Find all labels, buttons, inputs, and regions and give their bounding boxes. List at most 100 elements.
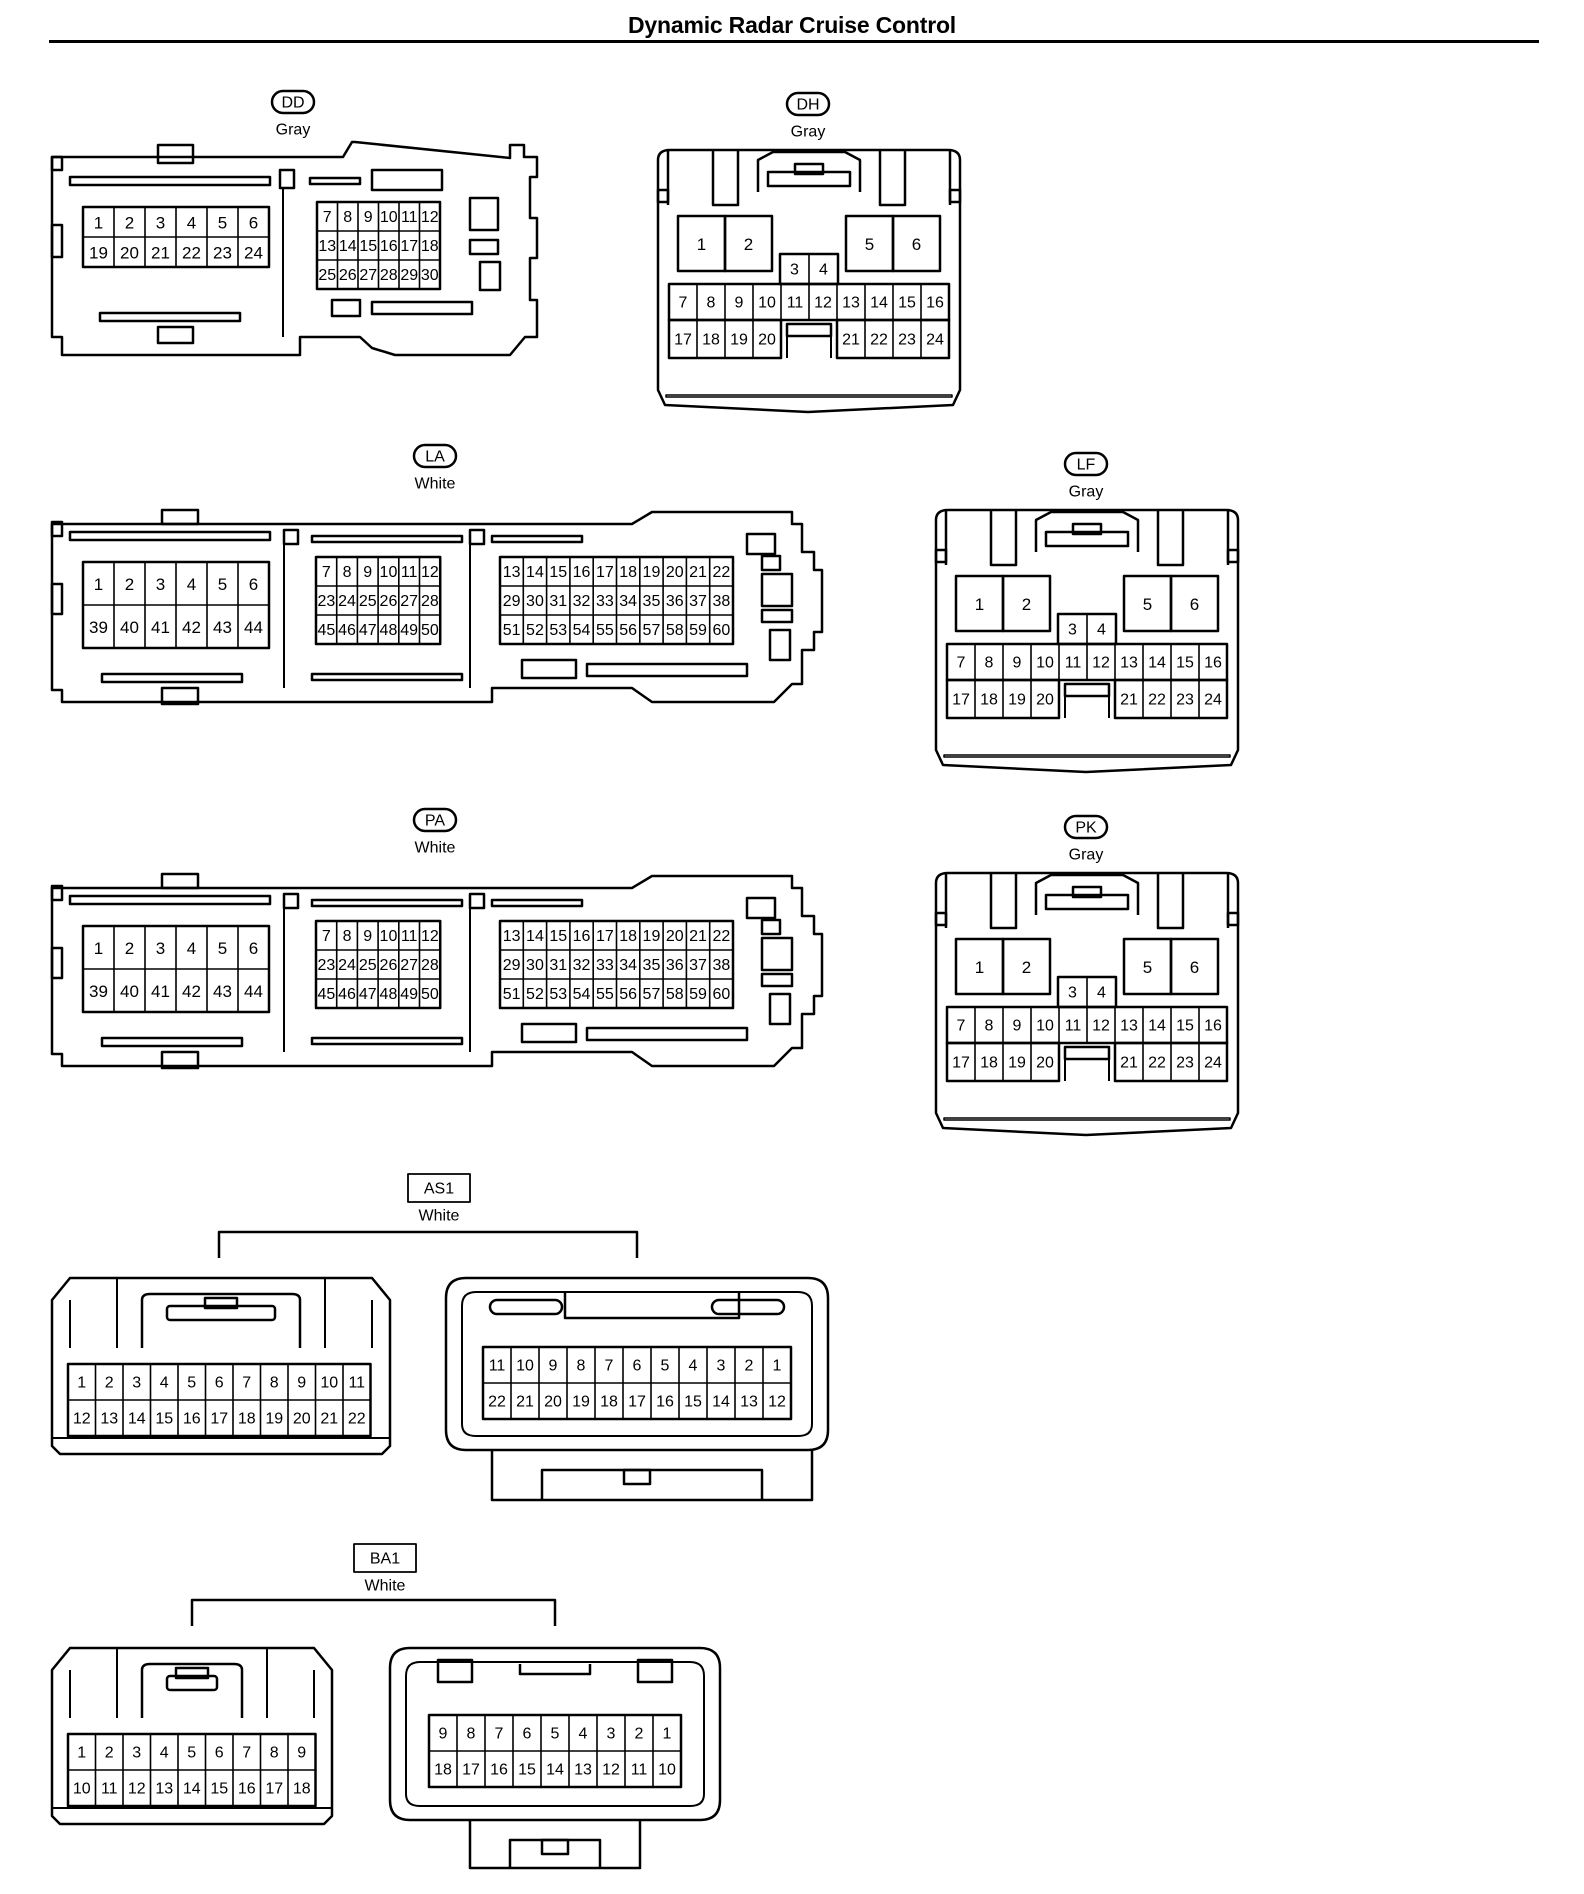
- pin-number: 14: [183, 1781, 201, 1798]
- pin-number: 28: [380, 267, 398, 284]
- pin-number: 17: [596, 928, 614, 945]
- cavity: [723, 214, 774, 273]
- pin-number: 6: [1190, 958, 1199, 977]
- pin-number: 45: [317, 986, 335, 1003]
- housing-notch: [948, 188, 962, 204]
- connector-color: Gray: [276, 122, 311, 139]
- housing-key: [1063, 682, 1111, 698]
- housing-rib: [585, 1026, 749, 1042]
- pin-number: 59: [689, 986, 707, 1003]
- housing-tower: [944, 510, 1018, 567]
- housing-notch: [50, 223, 64, 259]
- pin-number: 22: [712, 928, 730, 945]
- pin-number: 27: [359, 267, 377, 284]
- housing-key: [1063, 1045, 1111, 1061]
- pin-number: 17: [265, 1781, 283, 1798]
- pin-number: 14: [526, 564, 544, 581]
- housing-slot: [468, 528, 486, 546]
- housing-rib: [370, 300, 474, 316]
- housing-rib: [310, 898, 464, 908]
- pin-number: 49: [400, 986, 418, 1003]
- pin-number: 10: [758, 295, 776, 312]
- pin-number: 5: [661, 1358, 670, 1375]
- pin-number: 6: [249, 575, 258, 594]
- pin-number: 4: [187, 214, 196, 233]
- pin-number: 5: [1143, 595, 1152, 614]
- housing-slot: [468, 892, 486, 910]
- female-latch: [140, 1292, 302, 1348]
- cavity: [1001, 937, 1052, 996]
- pin-number: 41: [151, 982, 170, 1001]
- housing-slot: [745, 896, 777, 920]
- connector-code: LA: [425, 449, 445, 466]
- pin-number: 10: [380, 564, 398, 581]
- pin-number: 16: [183, 1411, 201, 1428]
- housing-slot: [468, 238, 500, 256]
- pin-number: 14: [526, 928, 544, 945]
- pin-number: 8: [577, 1358, 586, 1375]
- female-latch-bar: [165, 1674, 219, 1692]
- pin-number: 16: [1204, 655, 1222, 672]
- pin-number: 9: [735, 295, 744, 312]
- pin-number: 1: [77, 1745, 86, 1762]
- pin-number: 1: [94, 214, 103, 233]
- pin-number: 5: [187, 1375, 196, 1392]
- housing-slot: [282, 892, 300, 910]
- pin-number: 6: [523, 1726, 532, 1743]
- female-latch-key: [174, 1666, 210, 1680]
- pin-number: 50: [421, 622, 439, 639]
- pin-number: 37: [689, 593, 707, 610]
- housing-rib: [308, 176, 362, 186]
- housing-tower: [1156, 510, 1230, 567]
- housing-notch: [50, 946, 64, 980]
- connector-code-oval: [1063, 814, 1109, 840]
- pin-number: 20: [120, 244, 139, 263]
- pin-number: 2: [745, 1358, 754, 1375]
- pin-number: 17: [674, 332, 692, 349]
- connector-code-box: [353, 1543, 417, 1573]
- pin-number: 8: [707, 295, 716, 312]
- pin-number: 7: [322, 928, 331, 945]
- pin-number: 13: [1120, 1018, 1138, 1035]
- housing-latch-key: [793, 162, 825, 176]
- pin-number: 8: [985, 655, 994, 672]
- pin-number: 4: [160, 1375, 169, 1392]
- housing-notch: [1226, 548, 1240, 564]
- pin-number: 30: [526, 957, 544, 974]
- pin-number: 12: [1092, 655, 1110, 672]
- pin-number: 11: [101, 1781, 118, 1798]
- pin-number: 19: [572, 1394, 590, 1411]
- pin-number: 13: [100, 1411, 118, 1428]
- female-latch-key: [203, 1296, 239, 1310]
- pin-number: 25: [318, 267, 336, 284]
- housing-tab: [160, 686, 200, 706]
- pin-number: 14: [870, 295, 888, 312]
- pin-number: 9: [297, 1745, 306, 1762]
- pin-number: 1: [773, 1358, 782, 1375]
- pin-number: 49: [400, 622, 418, 639]
- pin-number: 56: [619, 622, 637, 639]
- connector-code-oval: [412, 443, 458, 469]
- pin-number: 40: [120, 618, 139, 637]
- pin-number: 14: [1148, 655, 1166, 672]
- pin-number: 3: [156, 939, 165, 958]
- pin-number: 7: [605, 1358, 614, 1375]
- pin-number: 20: [1036, 692, 1054, 709]
- pin-number: 2: [105, 1745, 114, 1762]
- pin-number: 30: [421, 267, 439, 284]
- pin-number: 23: [898, 332, 916, 349]
- pin-number: 19: [265, 1411, 283, 1428]
- housing-rib: [68, 175, 272, 187]
- pin-number: 3: [1068, 985, 1077, 1002]
- pin-number: 31: [549, 593, 567, 610]
- pin-number: 26: [380, 593, 398, 610]
- connector-color: White: [365, 1578, 406, 1595]
- housing-rib: [490, 534, 584, 544]
- housing-latch-key: [1071, 885, 1103, 899]
- housing-key: [785, 322, 833, 338]
- pin-number: 54: [573, 986, 591, 1003]
- housing-tower: [944, 873, 1018, 930]
